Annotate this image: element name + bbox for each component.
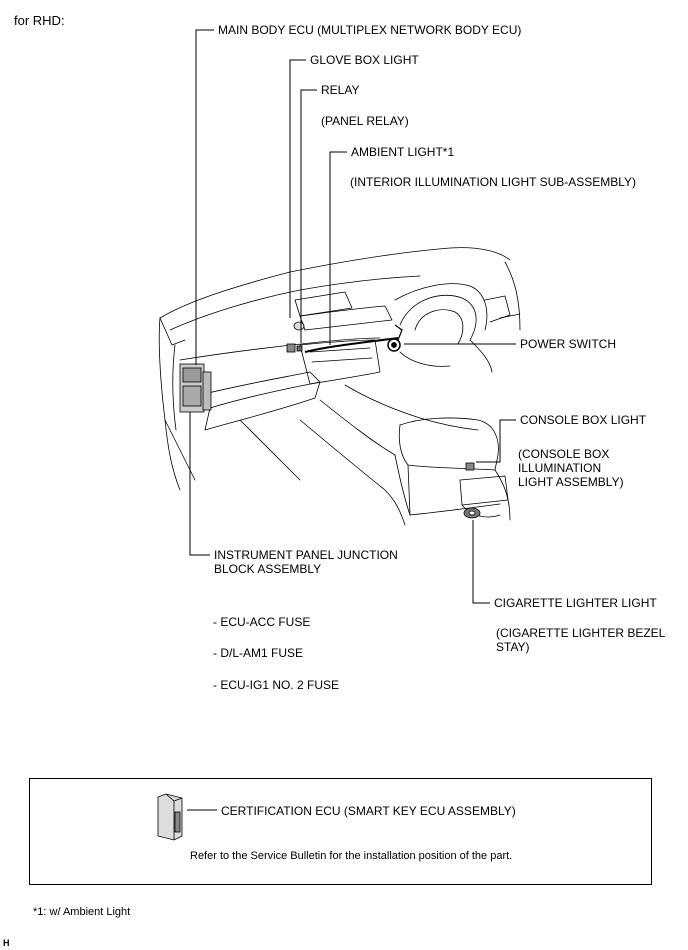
label-cigarette-sub-2: STAY) — [496, 640, 530, 654]
label-power-switch: POWER SWITCH — [520, 337, 616, 351]
label-cigarette-sub-1: (CIGARETTE LIGHTER BEZEL — [496, 626, 666, 640]
fuse-item: - ECU-ACC FUSE — [213, 615, 311, 629]
label-console-box-sub-3: LIGHT ASSEMBLY) — [518, 475, 624, 489]
label-console-box-light: CONSOLE BOX LIGHT — [520, 413, 647, 427]
variant-label: for RHD: — [14, 13, 65, 28]
refer-text: Refer to the Service Bulletin for the in… — [190, 850, 513, 862]
label-certification-ecu: CERTIFICATION ECU (SMART KEY ECU ASSEMBL… — [221, 804, 516, 818]
fuse-item: - D/L-AM1 FUSE — [213, 646, 304, 660]
label-relay-sub: (PANEL RELAY) — [321, 114, 409, 128]
label-junction-block-1: INSTRUMENT PANEL JUNCTION — [214, 548, 398, 562]
label-cigarette-lighter-light: CIGARETTE LIGHTER LIGHT — [494, 596, 657, 610]
note-box — [29, 778, 652, 885]
label-main-body-ecu: MAIN BODY ECU (MULTIPLEX NETWORK BODY EC… — [218, 23, 522, 37]
label-ambient-light-sub: (INTERIOR ILLUMINATION LIGHT SUB-ASSEMBL… — [350, 175, 637, 189]
footnote: *1: w/ Ambient Light — [33, 906, 131, 918]
label-console-box-sub-2: ILLUMINATION — [518, 461, 602, 475]
corner-mark: H — [3, 938, 10, 948]
label-glove-box-light: GLOVE BOX LIGHT — [310, 53, 419, 67]
label-ambient-light: AMBIENT LIGHT*1 — [351, 145, 455, 159]
label-console-box-sub-1: (CONSOLE BOX — [518, 447, 610, 461]
label-junction-block-2: BLOCK ASSEMBLY — [214, 562, 322, 576]
label-relay: RELAY — [321, 83, 360, 97]
fuse-item: - ECU-IG1 NO. 2 FUSE — [213, 678, 340, 692]
